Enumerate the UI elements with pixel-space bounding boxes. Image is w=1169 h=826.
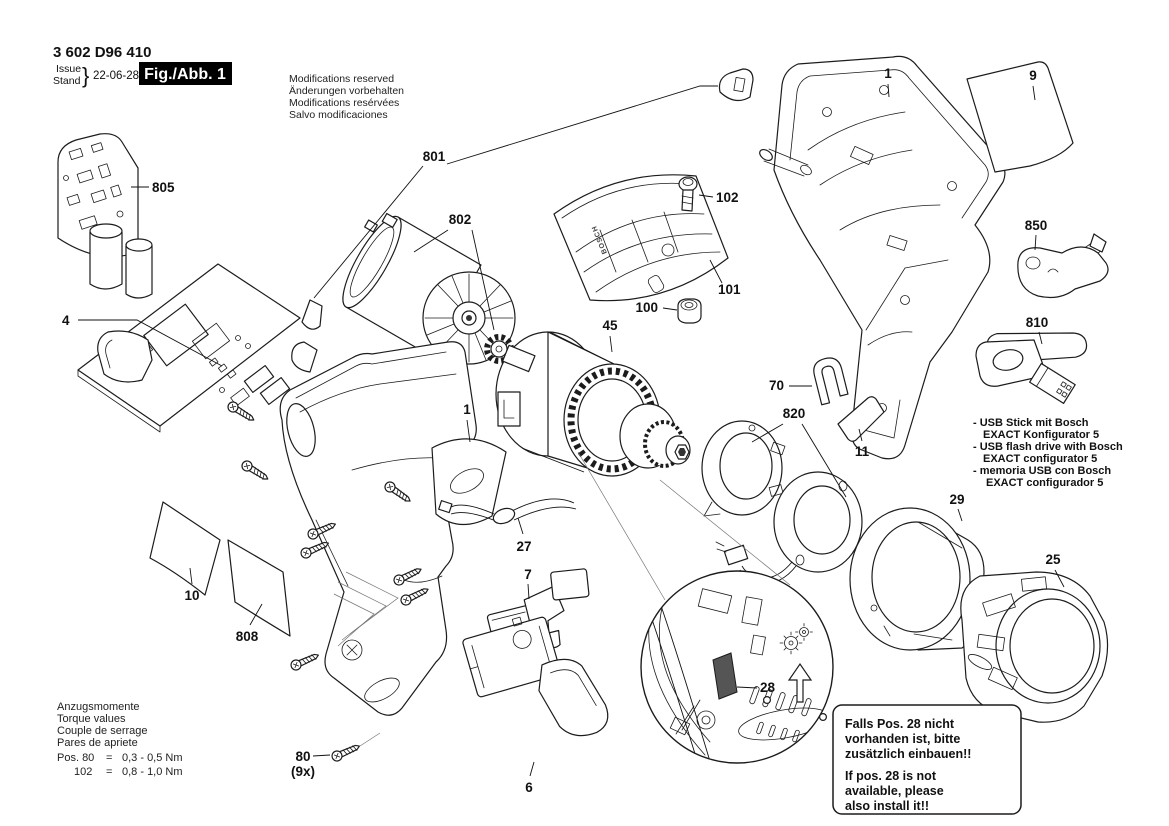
usb-stick	[975, 332, 1088, 404]
notice-line: Modifications reserved	[289, 73, 394, 85]
torque-heading-line: Pares de apriete	[57, 737, 138, 749]
equals-sign: =	[106, 766, 112, 778]
usb-note-line: EXACT Konfigurator 5	[983, 429, 1099, 441]
figure-label-box	[139, 62, 232, 85]
led-ring	[715, 471, 863, 585]
wire-clip	[813, 357, 849, 406]
callout-80: 80	[295, 749, 310, 764]
detail-inset	[577, 451, 834, 764]
install-note-en-line: also install it!!	[845, 799, 929, 813]
install-note-de-line: zusätzlich einbauen!!	[845, 747, 971, 761]
torque-row-pos: Pos. 80	[57, 752, 94, 764]
callout-850: 850	[1025, 218, 1048, 233]
callout-28: 28	[760, 680, 776, 695]
sticker-10-shape	[149, 501, 221, 596]
trigger-switch	[462, 616, 609, 737]
document-part-number: 3 602 D96 410	[53, 44, 151, 61]
torque-note: Anzugsmomente Torque values Couple de se…	[57, 701, 183, 778]
torque-heading-line: Torque values	[57, 713, 126, 725]
callout-1-right: 1	[884, 66, 892, 81]
stand-label: Stand	[53, 75, 81, 87]
modifications-notice: Modifications reserved Änderungen vorbeh…	[289, 73, 404, 121]
install-note-box: Falls Pos. 28 nicht vorhanden ist, bitte…	[832, 704, 1022, 815]
title-block: 3 602 D96 410 Issue Stand } 22-06-28 Fig…	[53, 44, 232, 88]
torque-heading-line: Couple de serrage	[57, 725, 148, 737]
notice-line: Modifications resérvées	[289, 97, 399, 109]
leader-lines	[78, 83, 1065, 777]
install-note-de-line: Falls Pos. 28 nicht	[845, 717, 955, 731]
callout-45: 45	[602, 318, 618, 333]
install-note-en-line: If pos. 28 is not	[845, 769, 937, 783]
callout-9: 9	[1029, 68, 1037, 83]
callout-805: 805	[152, 180, 175, 195]
sleeve-cover	[849, 507, 985, 651]
figure-label: Fig./Abb. 1	[144, 66, 226, 83]
callout-80-qty: (9x)	[291, 764, 315, 779]
equals-sign: =	[106, 752, 112, 764]
callout-102: 102	[716, 190, 739, 205]
motor-assembly	[291, 212, 516, 373]
sticker-11	[837, 396, 885, 442]
callout-810: 810	[1026, 315, 1049, 330]
install-note-en-line: available, please	[845, 784, 944, 798]
callout-101: 101	[718, 282, 741, 297]
callout-802: 802	[449, 212, 472, 227]
callout-100: 100	[635, 300, 658, 315]
notice-line: Salvo modificaciones	[289, 109, 388, 121]
usb-note-line: EXACT configurador 5	[986, 477, 1103, 489]
torque-row-pos: 102	[74, 766, 92, 778]
notice-line: Änderungen vorbehalten	[289, 85, 404, 97]
issue-label: Issue	[56, 63, 81, 75]
housing-screws	[225, 399, 431, 764]
callout-1-left: 1	[463, 402, 471, 417]
housing-left-half	[279, 341, 477, 716]
info-label-sticker	[966, 61, 1074, 173]
ring-retainer	[701, 420, 786, 517]
torx-key	[1017, 233, 1109, 299]
usb-note-line: - memoria USB con Bosch	[973, 465, 1111, 477]
sensor-cable	[438, 498, 577, 525]
gears-icon	[779, 623, 813, 655]
cover-plate: BOSCH	[553, 174, 729, 302]
housing-right-half	[759, 55, 1006, 460]
torque-row-value: 0,8 - 1,0 Nm	[122, 766, 183, 778]
usb-note: - USB Stick mit Bosch EXACT Konfigurator…	[973, 417, 1123, 489]
usb-note-line: - USB Stick mit Bosch	[973, 417, 1089, 429]
pcb-assembly	[57, 133, 301, 433]
callout-808: 808	[236, 629, 259, 644]
callout-25: 25	[1045, 552, 1061, 567]
callout-801: 801	[423, 149, 446, 164]
sticker-808-shape	[227, 539, 291, 637]
hex-nut	[677, 298, 702, 324]
motor-clip-top	[718, 68, 754, 102]
callout-70: 70	[769, 378, 784, 393]
torque-heading-line: Anzugsmomente	[57, 701, 140, 713]
callout-6: 6	[525, 780, 533, 795]
callout-29: 29	[949, 492, 964, 507]
part-callouts: 805 4 801 802 102 101 100 45 1 1 9 850 8…	[62, 66, 1061, 795]
gearbox-assembly	[495, 331, 691, 477]
install-note-de-line: vorhanden ist, bitte	[845, 732, 960, 746]
callout-11: 11	[855, 444, 870, 459]
arrow-up-icon	[787, 662, 813, 703]
callout-7: 7	[524, 567, 532, 582]
nose-cap	[960, 571, 1109, 723]
callout-10: 10	[184, 588, 199, 603]
torque-row-value: 0,3 - 0,5 Nm	[122, 752, 183, 764]
callout-4: 4	[62, 313, 70, 328]
brace-glyph: }	[82, 63, 89, 88]
usb-note-line: - USB flash drive with Bosch	[973, 441, 1123, 453]
callout-820: 820	[783, 406, 806, 421]
callout-27: 27	[516, 539, 531, 554]
issue-date: 22-06-28	[93, 70, 139, 82]
bearing-wedge	[431, 438, 507, 526]
usb-note-line: EXACT configurator 5	[983, 453, 1097, 465]
cover-screw	[678, 176, 698, 212]
